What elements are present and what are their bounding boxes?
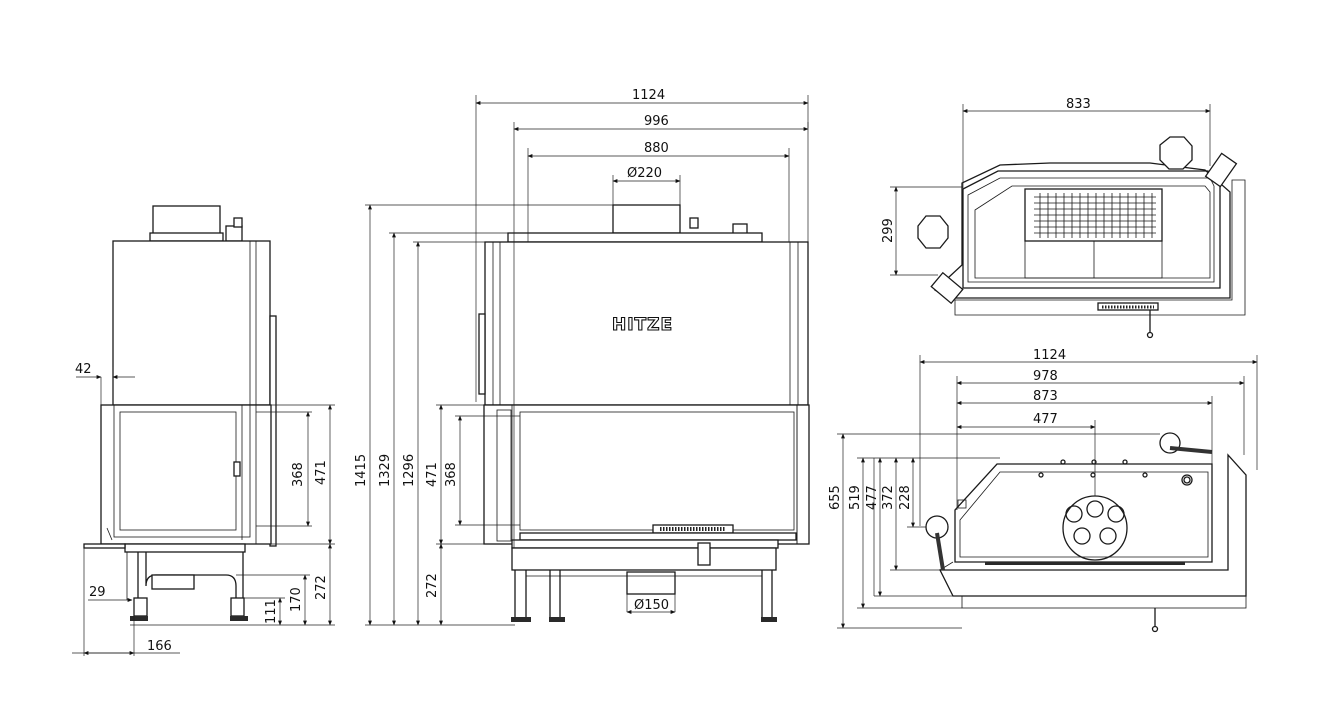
front-view: HITZE — [478, 204, 810, 622]
dim-front-272: 272 — [425, 573, 440, 598]
dim-front-471: 471 — [425, 462, 440, 487]
dim-plan-978: 978 — [1033, 369, 1058, 384]
dim-top-299: 299 — [881, 218, 896, 243]
dim-top-833: 833 — [1066, 97, 1091, 112]
dim-plan-519: 519 — [848, 485, 863, 510]
top-view — [917, 136, 1246, 339]
dim-front-1124: 1124 — [632, 88, 665, 103]
dim-front-1415: 1415 — [354, 454, 369, 487]
side-view-dimensions: 42 368 471 272 170 111 29 166 — [72, 362, 335, 656]
dim-front-996: 996 — [644, 114, 669, 129]
dim-front-flue: Ø220 — [627, 166, 662, 181]
dim-side-111: 111 — [264, 599, 279, 624]
dim-side-42: 42 — [75, 362, 92, 377]
dim-front-1329: 1329 — [378, 454, 393, 487]
dim-side-471: 471 — [314, 460, 329, 485]
dim-plan-1124: 1124 — [1033, 348, 1066, 363]
dim-plan-873: 873 — [1033, 389, 1058, 404]
brand-logo: HITZE — [612, 315, 673, 335]
dim-plan-477-vertical: 477 — [865, 485, 880, 510]
grate-slots — [1034, 193, 1156, 238]
dim-plan-477: 477 — [1033, 412, 1058, 427]
dim-side-166: 166 — [147, 639, 172, 654]
dim-plan-655: 655 — [828, 485, 843, 510]
dim-plan-228: 228 — [898, 485, 913, 510]
dim-side-368: 368 — [291, 462, 306, 487]
top-view-dimensions: 833 299 — [881, 97, 1211, 276]
dim-side-29: 29 — [89, 585, 106, 600]
section-view-dimensions: 1124 978 873 477 655 519 477 372 228 — [828, 348, 1258, 629]
front-view-dimensions: 1124 996 880 Ø220 1415 1329 1296 471 368… — [354, 88, 809, 626]
dim-front-1296: 1296 — [402, 454, 417, 487]
dim-side-272: 272 — [314, 575, 329, 600]
dim-front-air: Ø150 — [634, 598, 669, 613]
dim-front-368: 368 — [444, 462, 459, 487]
dim-side-170: 170 — [289, 587, 304, 612]
section-view — [925, 432, 1247, 633]
dim-front-880: 880 — [644, 141, 669, 156]
dim-plan-372: 372 — [881, 485, 896, 510]
side-view — [83, 205, 277, 621]
